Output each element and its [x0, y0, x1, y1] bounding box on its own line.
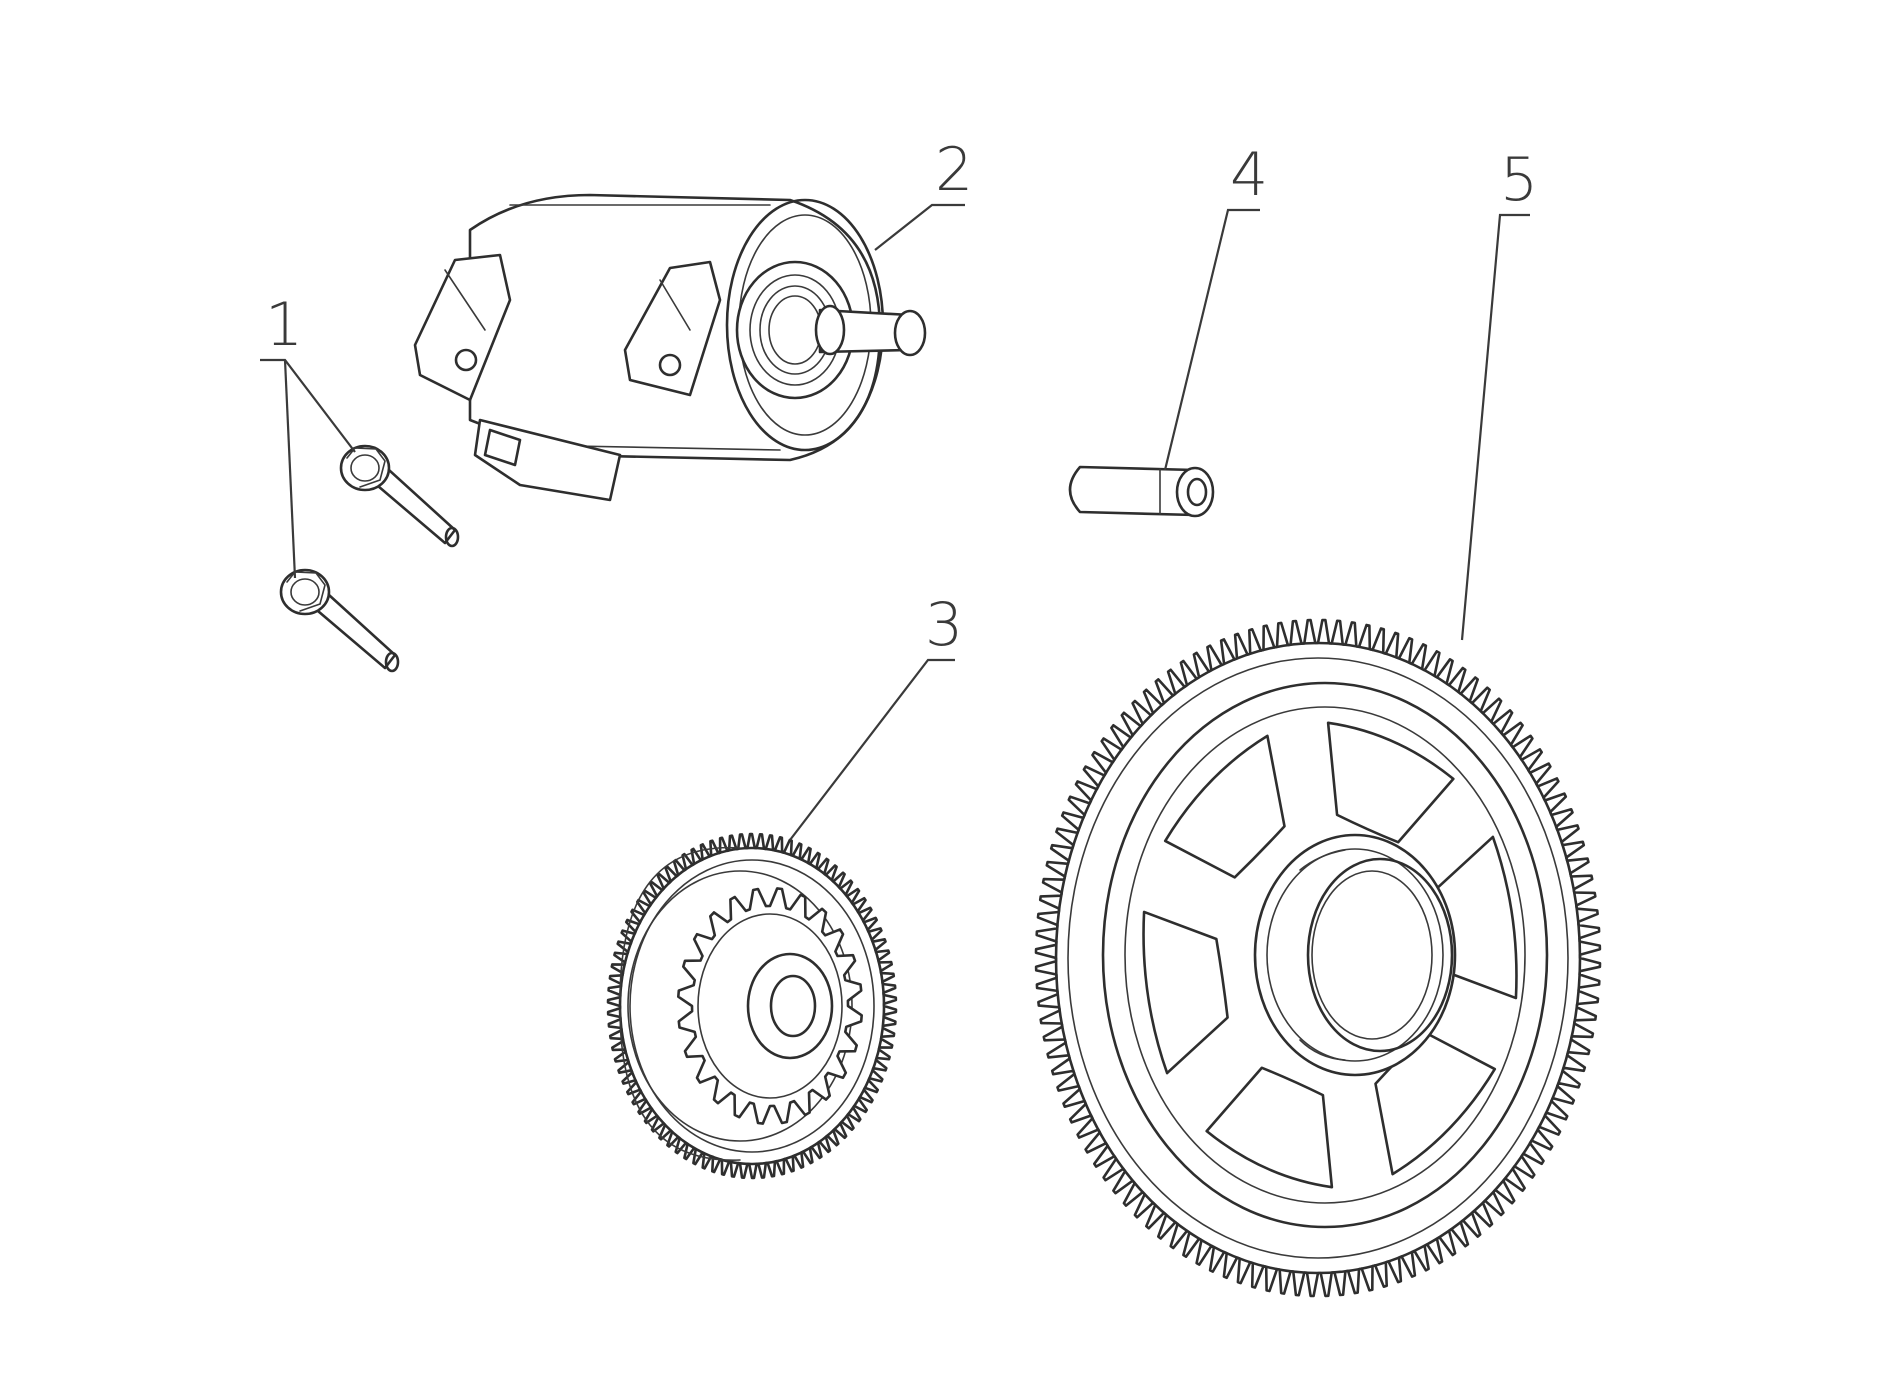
flange-bolt-lower — [279, 568, 400, 673]
callout-1: 1 — [265, 290, 303, 360]
callout-2: 2 — [935, 135, 973, 205]
callout-3: 3 — [925, 590, 963, 660]
callout-labels: 1 2 3 4 5 — [265, 135, 1538, 660]
callout-5: 5 — [1500, 145, 1538, 215]
flange-bolt-upper — [339, 444, 460, 548]
gear-pocket — [1326, 721, 1455, 844]
gear-pocket — [1205, 1066, 1334, 1189]
leader-lines — [260, 203, 1530, 841]
gear-pocket — [1142, 910, 1229, 1075]
driven-gear — [1034, 618, 1602, 1298]
callout-4: 4 — [1230, 140, 1268, 210]
reduction-gear — [606, 832, 898, 1180]
gear-pocket — [1163, 734, 1286, 879]
dowel-pin — [1068, 465, 1215, 518]
starter-motor — [413, 193, 927, 502]
